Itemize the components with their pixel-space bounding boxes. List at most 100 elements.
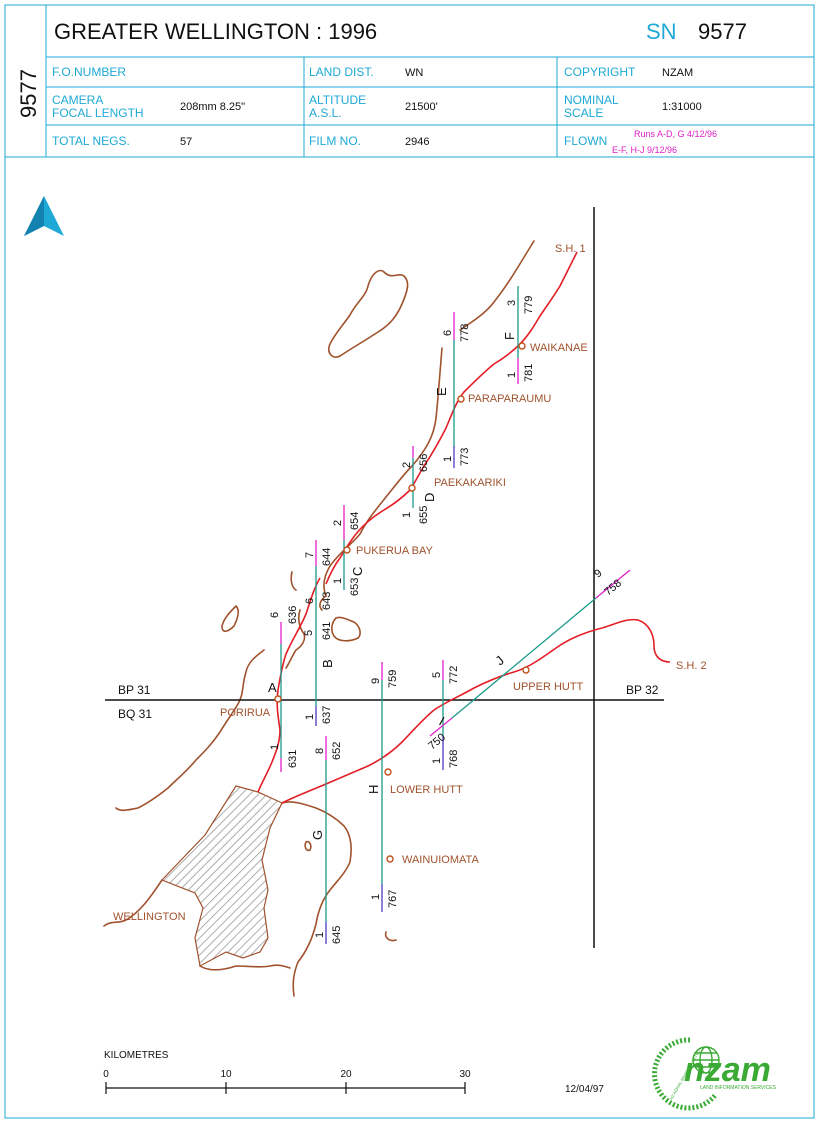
marker-upper-hutt bbox=[522, 666, 530, 674]
nominal-scale-value: 1:31000 bbox=[662, 101, 702, 113]
logo-subtext: LAND INFORMATION SERVICES bbox=[700, 1085, 777, 1091]
scale-tick-30: 30 bbox=[459, 1069, 471, 1080]
total-negs-label: TOTAL NEGS. bbox=[52, 134, 130, 148]
run-f-end-run: 3 bbox=[506, 300, 518, 306]
run-c-start-neg: 643 bbox=[321, 592, 333, 610]
run-i-end-run: 5 bbox=[431, 672, 443, 678]
run-b-mid-neg: 641 bbox=[321, 622, 333, 640]
place-paraparaumu: PARAPARAUMU bbox=[468, 393, 551, 405]
camera-label-1: CAMERA bbox=[52, 93, 103, 107]
run-c-end-run: 6 bbox=[304, 598, 316, 604]
marker-wainuiomata bbox=[386, 855, 394, 863]
road-label-sh1: S.H. 1 bbox=[555, 243, 586, 255]
run-letter-i: I bbox=[437, 714, 448, 729]
camera-label-2: FOCAL LENGTH bbox=[52, 106, 144, 120]
header-frame bbox=[4, 4, 815, 1119]
flown-value-1: Runs A-D, G 4/12/96 bbox=[634, 129, 717, 139]
scale-tick-10: 10 bbox=[220, 1069, 232, 1080]
run-h-start-neg: 767 bbox=[387, 890, 399, 908]
wellington-urban-area bbox=[160, 785, 283, 967]
run-i-end-neg: 772 bbox=[448, 666, 460, 684]
altitude-label-2: A.S.L. bbox=[309, 106, 342, 120]
run-b-end-run: 7 bbox=[304, 552, 316, 558]
sn-value: 9577 bbox=[698, 19, 747, 44]
grid-label-bq31: BQ 31 bbox=[118, 707, 152, 721]
run-a-mid-run: 5 bbox=[303, 630, 315, 636]
place-wainuiomata: WAINUIOMATA bbox=[402, 854, 479, 866]
run-d-end-run: 2 bbox=[332, 520, 344, 526]
run-i-start-neg: 768 bbox=[448, 750, 460, 768]
run-b-end-neg: 644 bbox=[321, 548, 333, 566]
run-h-end-run: 9 bbox=[370, 678, 382, 684]
map-date: 12/04/97 bbox=[565, 1084, 604, 1095]
run-letter-g: G bbox=[310, 830, 325, 840]
state-highway-1 bbox=[257, 251, 578, 793]
run-e-start-neg: 773 bbox=[459, 448, 471, 466]
run-letter-h: H bbox=[366, 785, 381, 794]
map-title: GREATER WELLINGTON : 1996 bbox=[54, 19, 377, 44]
run-f-start-neg: 781 bbox=[523, 364, 535, 382]
place-labels: WAIKANAE PARAPARAUMU PAEKAKARIKI PUKERUA… bbox=[113, 342, 588, 923]
run-e-start-run: 1 bbox=[442, 456, 454, 462]
run-d2-end-run: 2 bbox=[401, 462, 413, 468]
run-g-start-run: 1 bbox=[314, 932, 326, 938]
sheet-grid-lines bbox=[105, 207, 664, 948]
run-j-end-neg: 758 bbox=[602, 577, 624, 598]
place-upper-hutt: UPPER HUTT bbox=[513, 681, 584, 693]
run-letter-a: A bbox=[268, 680, 277, 695]
film-no-label: FILM NO. bbox=[309, 134, 361, 148]
run-d2-start-run: 1 bbox=[401, 512, 413, 518]
place-wellington: WELLINGTON bbox=[113, 911, 186, 923]
copyright-label: COPYRIGHT bbox=[564, 65, 636, 79]
scale-bar-ticks: 0 10 20 30 bbox=[103, 1069, 471, 1080]
run-g-end-neg: 652 bbox=[331, 742, 343, 760]
place-waikanae: WAIKANAE bbox=[530, 342, 588, 354]
run-letter-e: E bbox=[434, 387, 449, 396]
nzam-logo: nzam LAND INFORMATION SERVICES NZ AERIAL… bbox=[652, 1037, 777, 1111]
side-sheet-number: 9577 bbox=[16, 69, 41, 118]
run-j-start-neg: 750 bbox=[426, 731, 448, 752]
scale-bar bbox=[105, 1082, 466, 1094]
run-e-end-neg: 778 bbox=[459, 324, 471, 342]
run-letter-f: F bbox=[502, 332, 517, 340]
north-arrow-icon bbox=[24, 196, 64, 236]
flown-value-2: E-F, H-J 9/12/96 bbox=[612, 145, 677, 155]
road-label-sh2: S.H. 2 bbox=[676, 660, 707, 672]
run-letter-d: D bbox=[422, 493, 437, 502]
run-b-start-run: 1 bbox=[304, 714, 316, 720]
place-porirua: PORIRUA bbox=[220, 707, 271, 719]
run-a-end-neg: 636 bbox=[287, 606, 299, 624]
run-f-start-run: 1 bbox=[506, 372, 518, 378]
film-no-value: 2946 bbox=[405, 136, 429, 148]
scale-tick-20: 20 bbox=[340, 1069, 352, 1080]
run-f-end-neg: 779 bbox=[523, 296, 535, 314]
run-d-end-neg: 654 bbox=[349, 512, 361, 530]
run-c-start-run: 1 bbox=[332, 578, 344, 584]
nominal-scale-label-1: NOMINAL bbox=[564, 93, 619, 107]
place-paekakariki: PAEKAKARIKI bbox=[434, 477, 506, 489]
altitude-label-1: ALTITUDE bbox=[309, 93, 366, 107]
nominal-scale-label-2: SCALE bbox=[564, 106, 603, 120]
marker-porirua bbox=[274, 695, 282, 703]
total-negs-value: 57 bbox=[180, 136, 192, 148]
altitude-value: 21500' bbox=[405, 101, 438, 113]
place-lower-hutt: LOWER HUTT bbox=[390, 784, 463, 796]
run-d-start-neg: 653 bbox=[349, 578, 361, 596]
copyright-value: NZAM bbox=[662, 67, 693, 79]
run-b-start-neg: 637 bbox=[321, 706, 333, 724]
scale-bar-title: KILOMETRES bbox=[104, 1050, 169, 1061]
place-markers bbox=[274, 342, 530, 863]
sn-label: SN bbox=[646, 19, 677, 44]
marker-paekakariki bbox=[408, 484, 416, 492]
run-a-end-run: 6 bbox=[269, 612, 281, 618]
marker-waikanae bbox=[518, 342, 526, 350]
marker-lower-hutt bbox=[384, 768, 392, 776]
run-d2-start-neg: 655 bbox=[418, 506, 430, 524]
marker-paraparaumu bbox=[457, 395, 465, 403]
flight-run-lines bbox=[280, 286, 631, 944]
marker-pukerua-bay bbox=[343, 546, 351, 554]
camera-value: 208mm 8.25" bbox=[180, 101, 245, 113]
run-letter-j: J bbox=[492, 653, 507, 669]
run-g-end-run: 8 bbox=[314, 748, 326, 754]
flown-label: FLOWN bbox=[564, 134, 607, 148]
